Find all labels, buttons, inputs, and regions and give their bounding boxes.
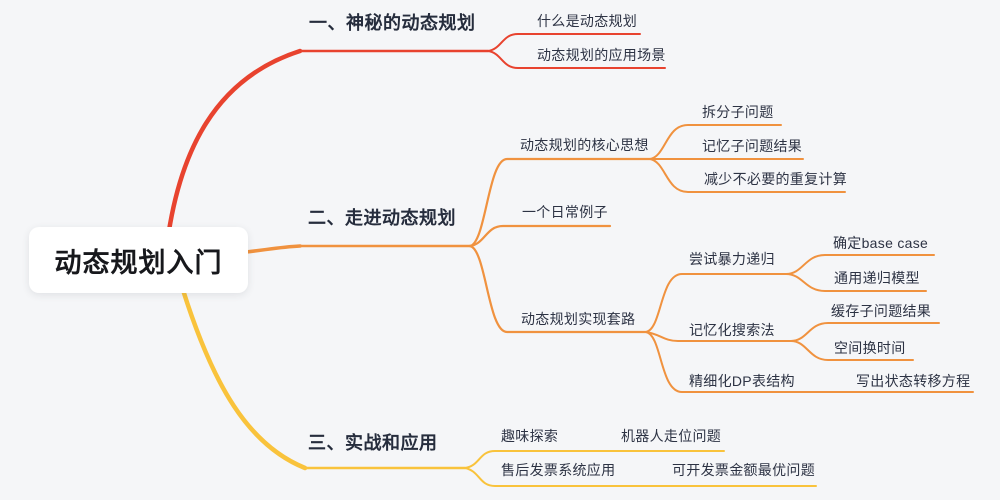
node-fun-exploration[interactable]: 趣味探索 <box>501 428 559 444</box>
root-topic[interactable]: 动态规划入门 <box>29 227 248 293</box>
node-state-transition-equation[interactable]: 写出状态转移方程 <box>856 373 971 389</box>
node-memoize-subproblem-results[interactable]: 记忆子问题结果 <box>702 138 803 154</box>
branch1-connector <box>163 33 666 255</box>
node-robot-path-problem[interactable]: 机器人走位问题 <box>621 428 722 444</box>
node-refined-dp-table[interactable]: 精细化DP表结构 <box>689 373 795 389</box>
branch-mysterious-dp[interactable]: 一、神秘的动态规划 <box>309 13 476 33</box>
node-space-for-time[interactable]: 空间换时间 <box>834 340 906 356</box>
node-dp-core-idea[interactable]: 动态规划的核心思想 <box>520 137 649 153</box>
branch-entering-dp[interactable]: 二、走进动态规划 <box>308 208 456 228</box>
branch3-connector <box>180 287 817 487</box>
branch-practice-and-application[interactable]: 三、实战和应用 <box>308 433 438 453</box>
node-determine-base-case[interactable]: 确定base case <box>833 235 929 251</box>
branch2-connector <box>244 124 974 393</box>
node-dp-implementation-pattern[interactable]: 动态规划实现套路 <box>521 311 636 327</box>
node-dp-application-scenarios[interactable]: 动态规划的应用场景 <box>537 47 666 63</box>
node-reduce-repeated-computation[interactable]: 减少不必要的重复计算 <box>704 171 847 187</box>
node-optimal-invoice-amount-problem[interactable]: 可开发票金额最优问题 <box>672 462 815 478</box>
root-topic-label: 动态规划入门 <box>54 247 223 278</box>
node-daily-example[interactable]: 一个日常例子 <box>522 204 608 220</box>
node-what-is-dp[interactable]: 什么是动态规划 <box>537 13 638 29</box>
node-after-sales-invoice-system[interactable]: 售后发票系统应用 <box>501 462 616 478</box>
node-cache-subproblem-results[interactable]: 缓存子问题结果 <box>831 303 932 319</box>
node-brute-force-recursion[interactable]: 尝试暴力递归 <box>689 251 775 267</box>
node-split-subproblems[interactable]: 拆分子问题 <box>702 104 774 120</box>
node-general-recursion-model[interactable]: 通用递归模型 <box>834 270 920 286</box>
node-memoized-search[interactable]: 记忆化搜索法 <box>689 322 775 338</box>
